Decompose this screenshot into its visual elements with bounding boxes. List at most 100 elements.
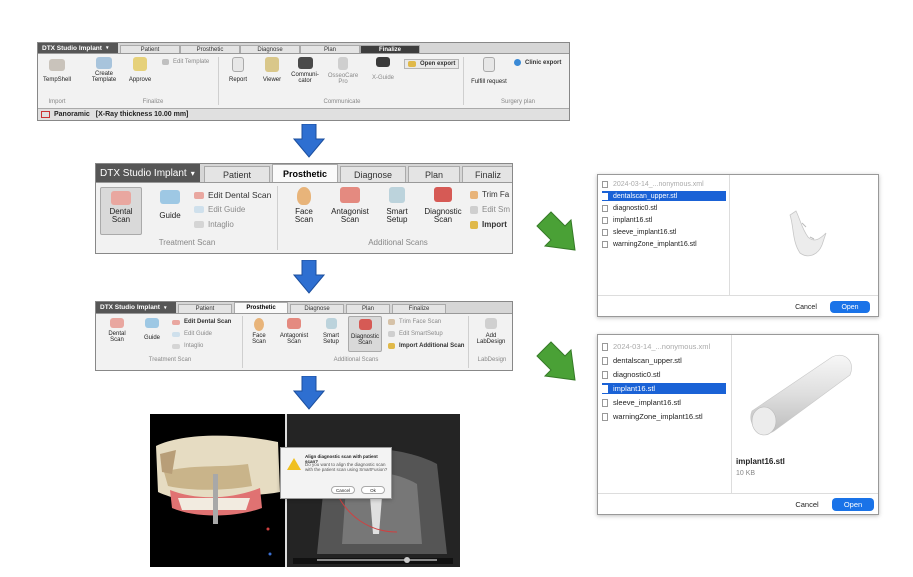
tab-plan[interactable]: Plan [346, 304, 390, 313]
file-name: warningZone_implant16.stl [613, 240, 697, 248]
diagnostic-scan-icon [358, 319, 372, 330]
file-item-sleeve-implant16[interactable]: sleeve_implant16.stl [602, 227, 726, 237]
cancel-button[interactable]: Cancel [786, 301, 826, 313]
app-menu[interactable]: DTX Studio Implant▾ [96, 164, 200, 182]
diagnostic-scan-label: Diagnostic Scan [350, 334, 379, 347]
antagonist-scan-button[interactable]: Antagonist Scan [328, 187, 372, 225]
file-name: implant16.stl [613, 216, 653, 224]
viewer-icon [265, 57, 279, 72]
xguide-button[interactable]: X-Guide [368, 57, 398, 81]
tab-patient[interactable]: Patient [178, 304, 232, 313]
viewer-button[interactable]: Viewer [258, 57, 286, 83]
edit-smartsetup-button[interactable]: Edit SmartSetup [388, 331, 443, 337]
import-additional-scan-button[interactable]: Import Additional Scan [388, 343, 464, 349]
file-item-implant16[interactable]: implant16.stl [602, 215, 726, 225]
smart-setup-button[interactable]: Smart Setup [380, 187, 414, 225]
tab-diagnose[interactable]: Diagnose [340, 166, 406, 182]
communicator-button[interactable]: Communi- cator [290, 57, 320, 85]
app-menu[interactable]: DTX Studio Implant▾ [38, 43, 118, 53]
file-item-xml[interactable]: 2024-03-14_...nonymous.xml [602, 179, 726, 189]
file-item-diagnostic0[interactable]: diagnostic0.stl [602, 203, 726, 213]
trim-face-icon [470, 190, 478, 199]
file-item-warningzone-implant16[interactable]: warningZone_implant16.stl [602, 239, 726, 249]
intaglio-button[interactable]: Intaglio [194, 220, 234, 229]
antagonist-scan-button[interactable]: Antagonist Scan [276, 318, 312, 346]
osseocare-button[interactable]: OsseoCare Pro [326, 57, 360, 86]
tab-plan[interactable]: Plan [300, 45, 360, 53]
trim-face-scan-button[interactable]: Trim Fa [470, 190, 509, 199]
ribbon-prosthetic-small: DTX Studio Implant▾ Patient Prosthetic D… [95, 301, 513, 371]
tab-prosthetic[interactable]: Prosthetic [180, 45, 240, 53]
tab-prosthetic[interactable]: Prosthetic [272, 164, 338, 182]
cancel-button[interactable]: Cancel [786, 498, 828, 511]
guide-button[interactable]: Guide [152, 190, 188, 220]
tab-finalize[interactable]: Finalize [360, 45, 420, 53]
fulfill-request-label: Fulfill request [471, 79, 507, 85]
file-item-warningzone-implant16[interactable]: warningZone_implant16.stl [602, 411, 726, 422]
create-template-button[interactable]: Create Template [88, 57, 120, 84]
file-icon [602, 192, 608, 200]
open-button[interactable]: Open [832, 498, 874, 511]
open-button[interactable]: Open [830, 301, 870, 313]
diagnostic-scan-button[interactable]: Diagnostic Scan [348, 316, 382, 352]
file-name: dentalscan_upper.stl [613, 192, 678, 200]
trim-face-scan-label: Trim Face Scan [399, 319, 442, 325]
file-name: diagnostic0.stl [613, 370, 661, 379]
file-icon [602, 412, 608, 421]
app-menu[interactable]: DTX Studio Implant▾ [96, 302, 176, 313]
divider [277, 186, 278, 250]
tab-finalize[interactable]: Finaliz [462, 166, 512, 182]
dialog-ok-button[interactable]: Ok [361, 486, 385, 494]
chevron-down-icon: ▾ [163, 304, 167, 311]
tab-patient[interactable]: Patient [120, 45, 180, 53]
file-item-diagnostic0[interactable]: diagnostic0.stl [602, 369, 726, 380]
edit-guide-button[interactable]: Edit Guide [194, 205, 245, 214]
edit-dental-scan-button[interactable]: Edit Dental Scan [194, 190, 271, 200]
fulfill-request-button[interactable]: Fulfill request [468, 57, 510, 85]
report-button[interactable]: Report [224, 57, 252, 83]
diagnostic-scan-button[interactable]: Diagnostic Scan [420, 187, 466, 225]
file-item-sleeve-implant16[interactable]: sleeve_implant16.stl [602, 397, 726, 408]
face-scan-button[interactable]: Face Scan [286, 187, 322, 225]
tempshell-button[interactable]: TempShell [42, 59, 72, 83]
open-export-button[interactable]: Open export [404, 59, 460, 69]
tab-diagnose[interactable]: Diagnose [240, 45, 300, 53]
intaglio-button[interactable]: Intaglio [172, 343, 203, 349]
divider [242, 316, 243, 368]
dialog-title: Align diagnostic scan with patient scan? [305, 454, 378, 464]
guide-button[interactable]: Guide [138, 318, 166, 341]
3d-view[interactable] [150, 414, 285, 567]
trim-face-scan-button[interactable]: Trim Face Scan [388, 319, 441, 325]
file-icon [602, 204, 608, 212]
tab-plan[interactable]: Plan [408, 166, 460, 182]
file-item-xml[interactable]: 2024-03-14_...nonymous.xml [602, 341, 726, 352]
file-item-dentalscan-upper[interactable]: dentalscan_upper.stl [602, 355, 726, 366]
approve-button[interactable]: Approve [124, 57, 156, 83]
file-item-implant16[interactable]: implant16.stl [602, 383, 726, 394]
tab-bar: DTX Studio Implant▾ Patient Prosthetic D… [96, 164, 512, 183]
dialog-cancel-button[interactable]: Cancel [331, 486, 355, 494]
tab-prosthetic[interactable]: Prosthetic [234, 302, 288, 313]
dental-scan-button[interactable]: Dental Scan [100, 187, 142, 235]
face-scan-button[interactable]: Face Scan [246, 318, 272, 346]
intaglio-label: Intaglio [184, 343, 204, 349]
edit-dental-scan-button[interactable]: Edit Dental Scan [172, 319, 231, 325]
import-additional-scan-button[interactable]: Import [470, 220, 507, 229]
smart-setup-button[interactable]: Smart Setup [318, 318, 344, 346]
clinic-export-button[interactable]: Clinic export [514, 59, 561, 66]
tab-diagnose[interactable]: Diagnose [290, 304, 344, 313]
smart-setup-label: Smart Setup [322, 333, 339, 346]
edit-guide-button[interactable]: Edit Guide [172, 331, 212, 337]
edit-smartsetup-button[interactable]: Edit Sm [470, 205, 510, 214]
antagonist-scan-label: Antagonist Scan [279, 333, 309, 346]
tab-finalize[interactable]: Finalize [392, 304, 446, 313]
dental-scan-button[interactable]: Dental Scan [102, 318, 132, 344]
file-name: 2024-03-14_...nonymous.xml [613, 180, 704, 188]
edit-template-button[interactable]: Edit Template [162, 59, 209, 65]
ct-slice-view[interactable] [287, 414, 460, 567]
edit-dental-scan-label: Edit Dental Scan [208, 190, 272, 200]
divider [218, 57, 219, 105]
tab-patient[interactable]: Patient [204, 166, 270, 182]
file-item-dentalscan-upper[interactable]: dentalscan_upper.stl [602, 191, 726, 201]
add-labdesign-button[interactable]: Add LabDesign [472, 318, 510, 346]
